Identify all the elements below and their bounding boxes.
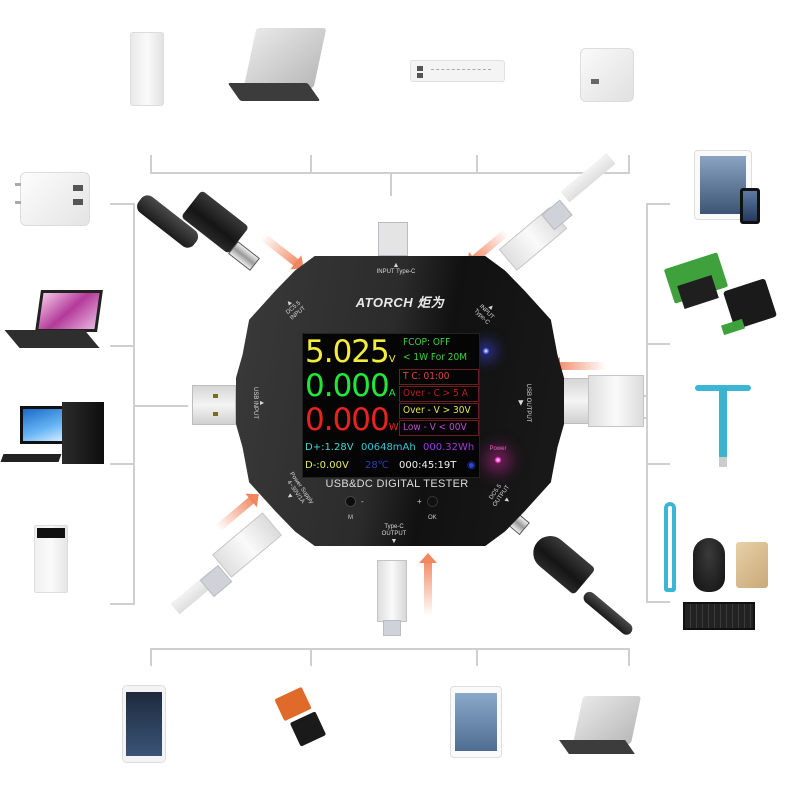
usb-a-input-connector [192, 385, 236, 425]
usb-wall-charger-icon [580, 48, 634, 102]
ok-button-label: OK [428, 515, 437, 521]
energy-wh: 000.32Wh [423, 442, 475, 453]
over-voltage-limit: Over - V > 30V [399, 403, 479, 419]
insert-arrow-icon [260, 233, 300, 267]
fcop-status: FCOP: OFF [403, 337, 451, 348]
external-drive-icon [736, 542, 768, 588]
brand-logo: ATORCH 炬为 [355, 295, 445, 310]
insert-arrow-icon [558, 362, 606, 370]
port-label-bottom: Type-C OUTPUT▼ [381, 524, 407, 545]
status-led [482, 347, 490, 355]
timer-countdown: T C: 01:00 [399, 369, 479, 385]
usb-electronic-load-icon [274, 686, 334, 750]
power-reading: 0.000W [305, 402, 399, 438]
voltage-reading: 5.025V [305, 334, 396, 370]
menu-button-label: M [348, 515, 353, 521]
capacity-mah: 00648mAh [361, 442, 416, 453]
usb-fan-icon [695, 385, 755, 470]
type-c-input-connector [378, 222, 408, 256]
power-bank-icon [34, 525, 68, 593]
usb-led-light-icon [664, 502, 676, 592]
mouse-icon [693, 538, 725, 592]
power-led [494, 456, 502, 464]
laptop-icon [227, 28, 330, 108]
port-label-top: ▲INPUT Type-C [376, 262, 416, 275]
usb-electronic-load-icon [660, 240, 790, 340]
over-current-limit: Over - C > 5 A [399, 386, 479, 402]
model-label: USB&DC DIGITAL TESTER [325, 478, 469, 490]
tablet-and-phone-icon [694, 150, 764, 224]
port-label-left: ▲USB INPUT [252, 386, 265, 419]
ok-button-plus-label: + [417, 497, 422, 506]
d-plus-voltage: D+:1.28V [305, 442, 354, 453]
power-led-label: Power [489, 446, 507, 452]
current-reading: 0.000A [305, 368, 396, 404]
dual-usb-charger-icon [15, 172, 90, 226]
tablet-icon [450, 686, 502, 758]
laptop-icon [4, 290, 103, 360]
desktop-computer-icon [0, 402, 110, 470]
status-indicator-icon: ◉ [467, 460, 476, 471]
elapsed-timer: 000:45:19T [399, 460, 457, 471]
laptop-icon [559, 696, 644, 758]
temperature: 28℃ [365, 460, 389, 471]
menu-button[interactable] [345, 496, 356, 507]
port-label-right: USB OUTPUT▶ [517, 383, 531, 423]
low-voltage-limit: Low - V < 00V [399, 420, 479, 436]
smartphone-icon [122, 685, 184, 765]
power-strip-icon [410, 60, 505, 82]
insert-arrow-icon [419, 553, 437, 616]
menu-button-minus-label: - [361, 497, 364, 506]
ok-button[interactable] [427, 496, 438, 507]
lcd-screen: 5.025V 0.000A 0.000W FCOP: OFF < 1W For … [302, 333, 480, 478]
power-bank-icon [130, 32, 164, 106]
fcop-condition: < 1W For 20M [403, 352, 467, 363]
keyboard-icon [683, 602, 755, 630]
d-minus-voltage: D-:0.00V [305, 460, 349, 471]
